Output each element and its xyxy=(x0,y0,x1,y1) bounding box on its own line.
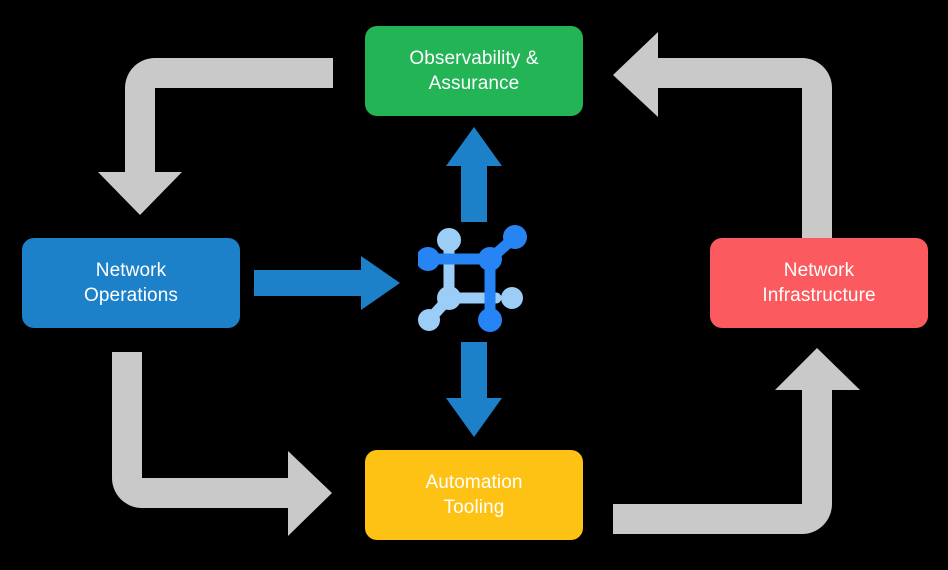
node-observability-assurance[interactable]: Observability & Assurance xyxy=(365,26,583,116)
node-automation-label-line2: Tooling xyxy=(443,497,505,518)
node-operations-label-line2: Operations xyxy=(84,285,178,306)
node-automation-label: Automation Tooling xyxy=(425,470,522,520)
arrow-infrastructure-to-observability xyxy=(613,32,832,245)
arrow-automation-to-infrastructure xyxy=(613,348,860,534)
arrow-center-to-observability xyxy=(446,127,502,222)
node-operations-label: Network Operations xyxy=(84,258,178,308)
node-network-infrastructure[interactable]: Network Infrastructure xyxy=(710,238,928,328)
network-icon-nodes-light xyxy=(418,228,523,331)
arrow-observability-to-operations xyxy=(98,58,333,215)
node-observability-label: Observability & Assurance xyxy=(409,46,538,96)
arrow-operations-to-center xyxy=(254,256,400,310)
node-observability-label-line2: Assurance xyxy=(428,73,520,94)
node-network-operations[interactable]: Network Operations xyxy=(22,238,240,328)
node-automation-tooling[interactable]: Automation Tooling xyxy=(365,450,583,540)
node-infrastructure-label-line1: Network xyxy=(783,259,855,281)
network-icon-nodes-primary xyxy=(418,225,527,332)
node-operations-label-line1: Network xyxy=(95,259,167,281)
node-observability-label-line1: Observability & xyxy=(409,47,539,69)
node-infrastructure-label: Network Infrastructure xyxy=(762,258,875,308)
node-automation-label-line1: Automation xyxy=(425,471,523,493)
arrow-center-to-automation xyxy=(446,342,502,437)
arrow-operations-to-automation xyxy=(112,352,332,536)
network-topology-icon xyxy=(418,225,527,332)
node-infrastructure-label-line2: Infrastructure xyxy=(762,285,876,306)
